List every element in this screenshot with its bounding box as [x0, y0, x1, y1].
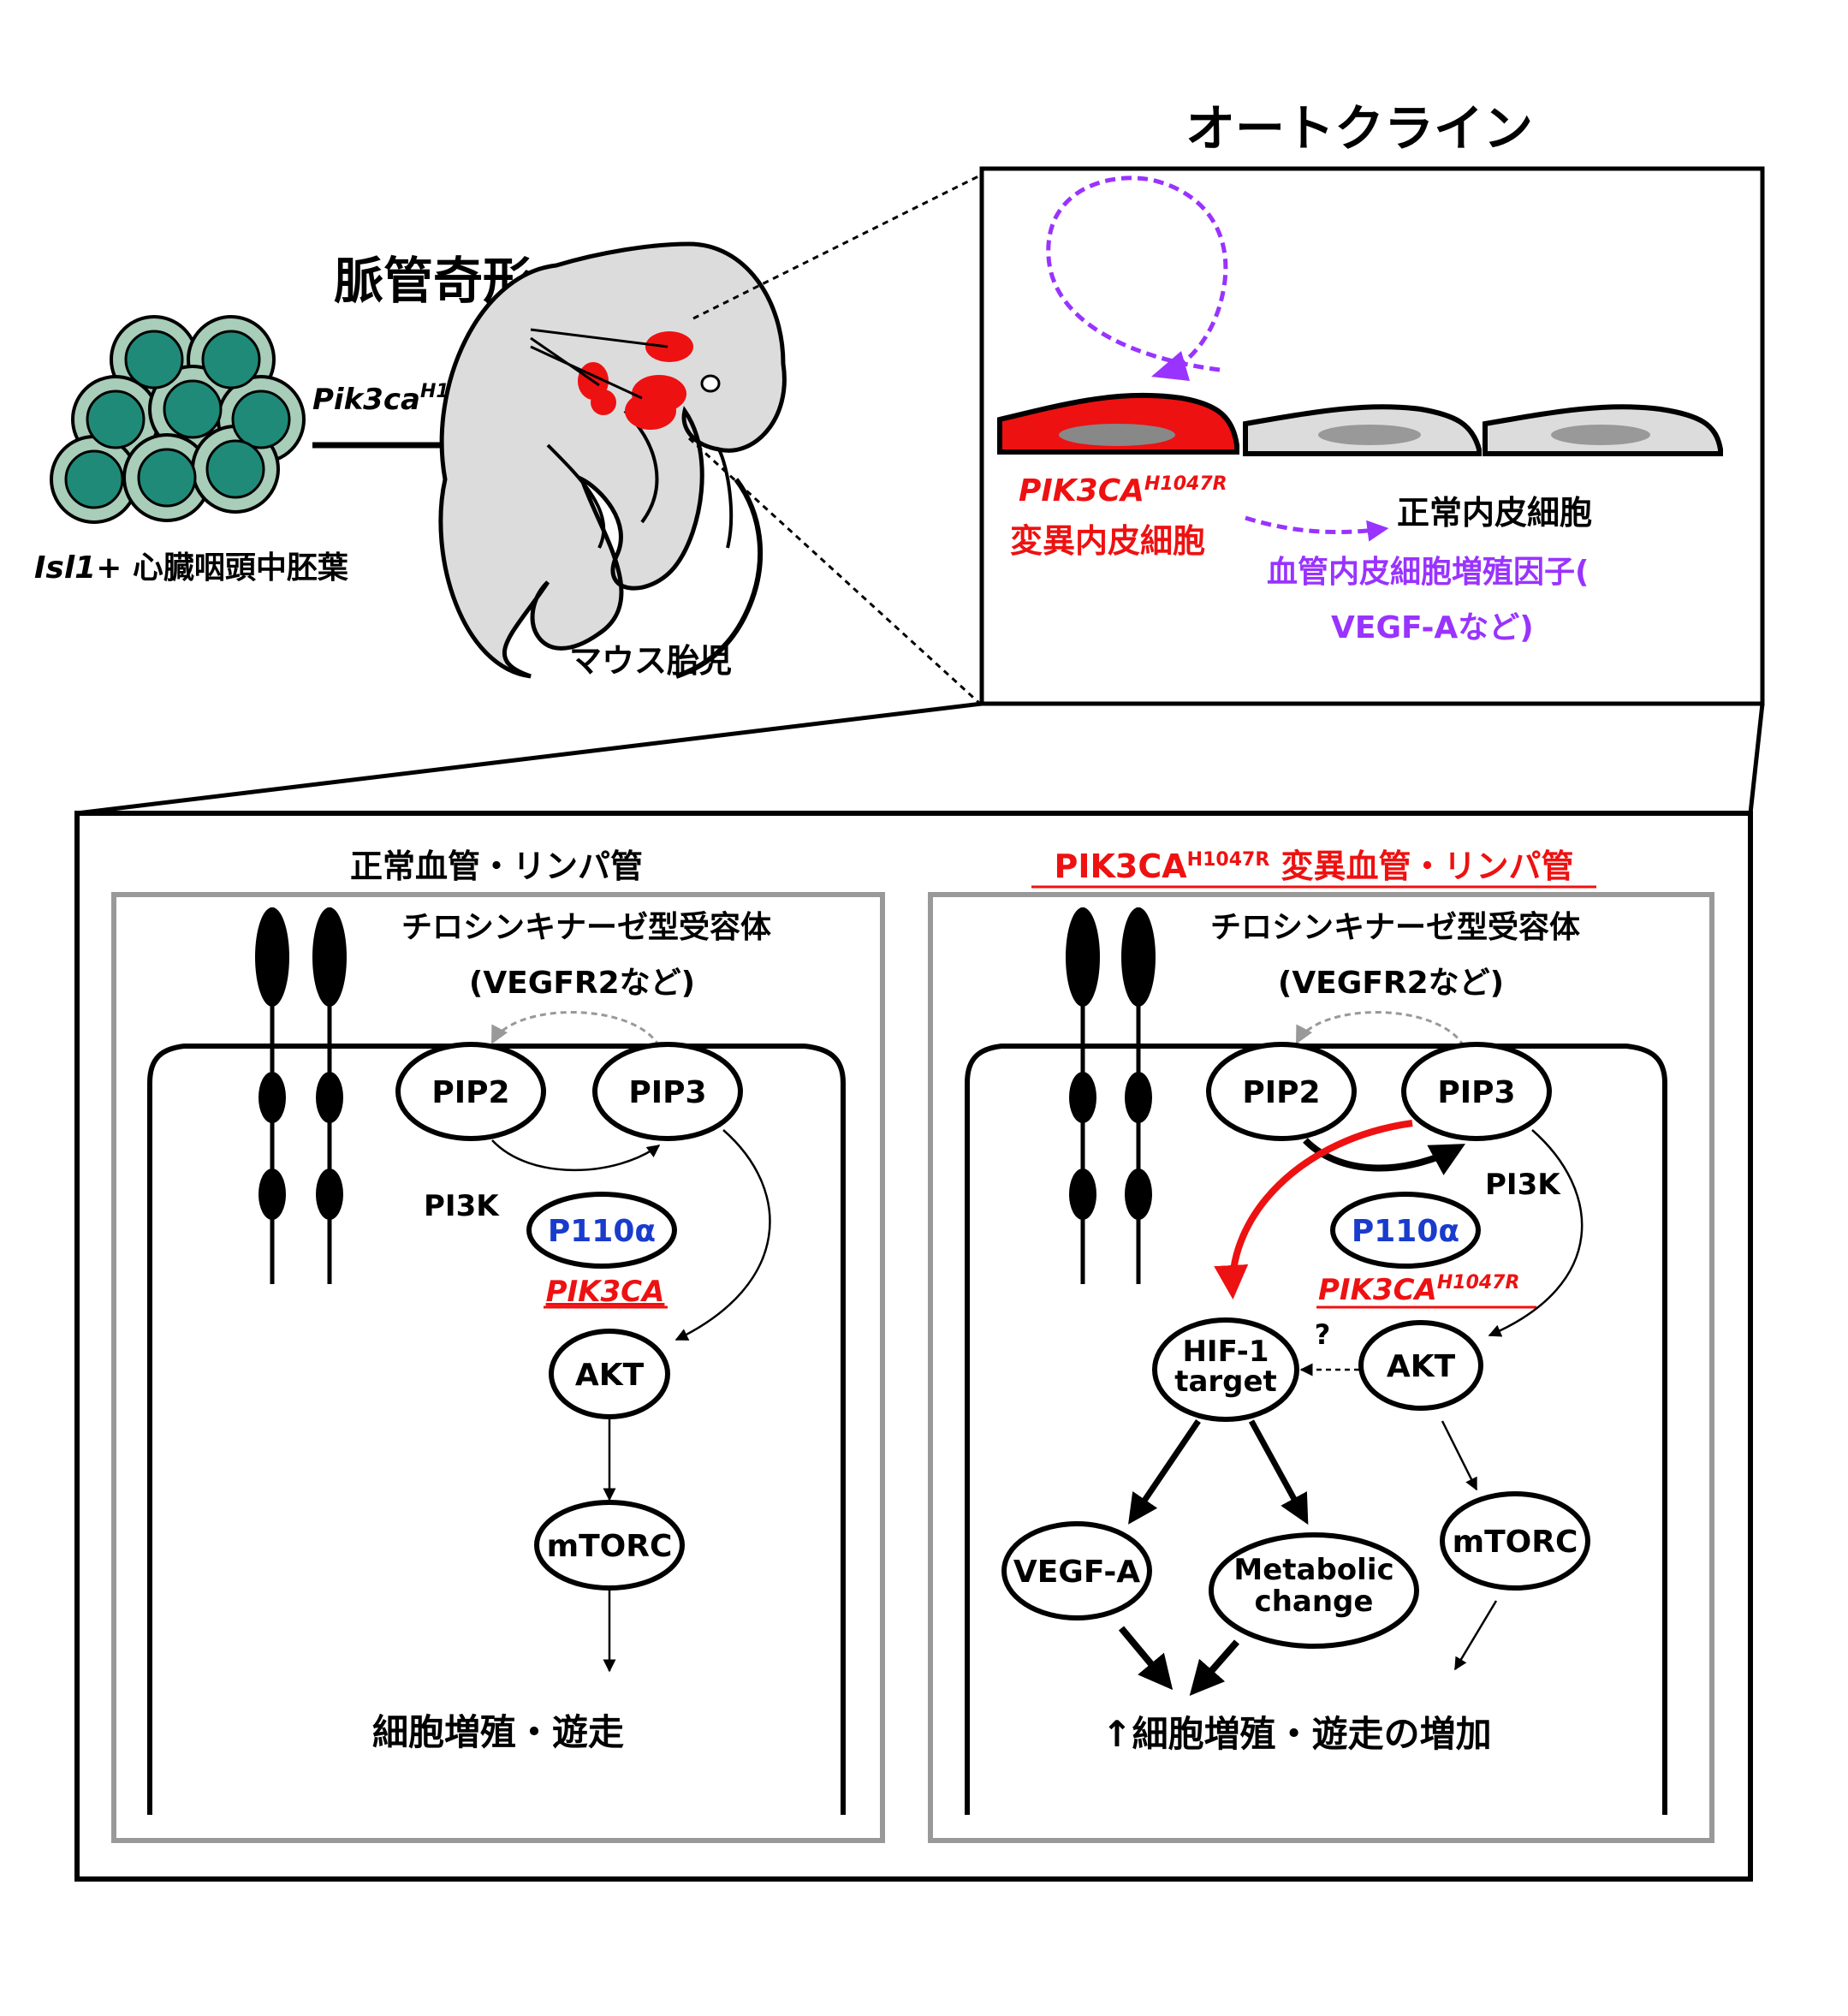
autocrine-loop-arrow — [1046, 175, 1228, 372]
right-pi3k-label: PI3K — [1485, 1168, 1561, 1202]
right-hif1-to-vegfa-arrow — [1128, 1419, 1201, 1525]
left-pik3ca-label: PIK3CA — [546, 1275, 665, 1309]
left-receptor-label: チロシンキナーゼ型受容体 — [401, 910, 771, 945]
right-receptor-example: (VEGFR2など) — [1278, 966, 1504, 1001]
zoom-line-top — [692, 174, 981, 320]
right-cell-membrane — [965, 1044, 1667, 1815]
pathway-comparison-panel — [74, 811, 1753, 1882]
left-pip2-to-pip3-arrow — [491, 1139, 661, 1172]
left-akt-node: AKT — [549, 1329, 670, 1419]
left-receptor-example: (VEGFR2など) — [469, 966, 695, 1001]
right-mtorc-to-outcome-arrow — [1453, 1600, 1498, 1671]
left-panel — [111, 892, 885, 1843]
left-cell-membrane — [147, 1044, 846, 1815]
mutant-gene-label: PIK3CAH1047R — [1019, 473, 1227, 508]
right-vegfa-node: VEGF-A — [1001, 1521, 1152, 1621]
svg-text:P110α: P110α — [548, 1214, 656, 1249]
mesoderm-cell-cluster — [50, 315, 306, 524]
left-pi3k-label: PI3K — [424, 1189, 500, 1223]
normal-cell-label: 正常内皮細胞 — [1397, 494, 1592, 532]
right-metabolic-change-node: Metabolic change — [1209, 1532, 1419, 1649]
svg-text:PIP2: PIP2 — [1242, 1075, 1320, 1110]
left-pip2-node: PIP2 — [395, 1042, 546, 1141]
zoom-line-right — [1748, 703, 1765, 814]
right-pip3-node: PIP3 — [1401, 1042, 1552, 1141]
cells-caption: Isl1+ 心臓咽頭中胚葉 — [34, 550, 349, 586]
right-pip3-to-akt-arrow — [1488, 1129, 1584, 1337]
left-pip3-node: PIP3 — [592, 1042, 743, 1141]
right-question-mark: ? — [1315, 1318, 1331, 1351]
right-akt-node: AKT — [1358, 1320, 1483, 1411]
right-panel-title: PIK3CAH1047R 変異血管・リンパ管 — [1054, 847, 1573, 885]
svg-text:target: target — [1174, 1365, 1277, 1399]
svg-text:PIP2: PIP2 — [431, 1075, 509, 1110]
right-hif1-to-metabolic-arrow — [1248, 1419, 1309, 1525]
svg-text:P110α: P110α — [1352, 1214, 1459, 1249]
right-tyrosine-kinase-receptor — [1066, 907, 1156, 1284]
right-receptor-label: チロシンキナーゼ型受容体 — [1210, 910, 1580, 945]
right-mtorc-node: mTORC — [1440, 1491, 1590, 1591]
right-outcome-label: ↑細胞増殖・遊走の増加 — [1102, 1713, 1491, 1755]
right-vegfa-to-outcome-arrow — [1118, 1626, 1174, 1691]
right-pip2-to-pip3-arrow — [1303, 1138, 1466, 1175]
right-p110-node: P110α — [1330, 1192, 1481, 1269]
left-p110-node: P110α — [526, 1192, 677, 1269]
svg-text:Metabolic: Metabolic — [1233, 1553, 1393, 1587]
svg-text:mTORC: mTORC — [1453, 1525, 1578, 1560]
embryo-caption: マウス胎児 — [569, 642, 732, 680]
left-tyrosine-kinase-receptor — [255, 907, 347, 1284]
growth-factor-label-2: VEGF-Aなど) — [1331, 610, 1534, 645]
svg-text:change: change — [1255, 1585, 1374, 1619]
svg-text:PIP3: PIP3 — [1437, 1075, 1515, 1110]
svg-text:VEGF-A: VEGF-A — [1013, 1555, 1140, 1590]
mouse-embryo — [438, 241, 787, 679]
autocrine-loop-head — [1151, 351, 1190, 381]
left-panel-title: 正常血管・リンパ管 — [350, 847, 643, 885]
right-hif1-target-node: HIF-1 target — [1152, 1317, 1299, 1422]
right-metabolic-to-outcome-arrow — [1189, 1639, 1240, 1697]
zoom-line-left — [76, 701, 983, 816]
svg-text:AKT: AKT — [575, 1358, 645, 1393]
right-pip3-to-pip2-arrow — [1295, 1011, 1465, 1047]
mutant-cell-label: 変異内皮細胞 — [1010, 522, 1205, 560]
right-panel — [928, 892, 1714, 1843]
svg-text:AKT: AKT — [1387, 1349, 1456, 1384]
autocrine-title: オートクライン — [1185, 99, 1533, 158]
mutant-endothelial-cell — [997, 392, 1239, 455]
right-akt-to-mtorc-arrow — [1441, 1420, 1478, 1491]
svg-text:HIF-1: HIF-1 — [1182, 1335, 1269, 1369]
right-pip2-node: PIP2 — [1206, 1042, 1357, 1141]
svg-text:PIP3: PIP3 — [628, 1075, 706, 1110]
left-pip3-to-pip2-arrow — [490, 1011, 661, 1047]
left-outcome-label: 細胞増殖・遊走 — [372, 1711, 624, 1753]
zoom-line-bottom — [687, 437, 982, 705]
normal-endothelial-cell-1 — [1243, 404, 1482, 456]
growth-factor-label-1: 血管内皮細胞増殖因子( — [1267, 555, 1589, 590]
autocrine-panel — [979, 166, 1765, 706]
left-mtorc-node: mTORC — [534, 1500, 685, 1591]
svg-text:mTORC: mTORC — [547, 1529, 673, 1564]
right-pip3-to-hif1-red-arrow — [1214, 1120, 1413, 1299]
right-pik3ca-label: PIK3CAH1047R — [1318, 1272, 1519, 1307]
factor-secretion-arrow — [1245, 515, 1389, 542]
left-pip3-to-akt-arrow — [674, 1129, 771, 1341]
normal-endothelial-cell-2 — [1483, 404, 1723, 456]
